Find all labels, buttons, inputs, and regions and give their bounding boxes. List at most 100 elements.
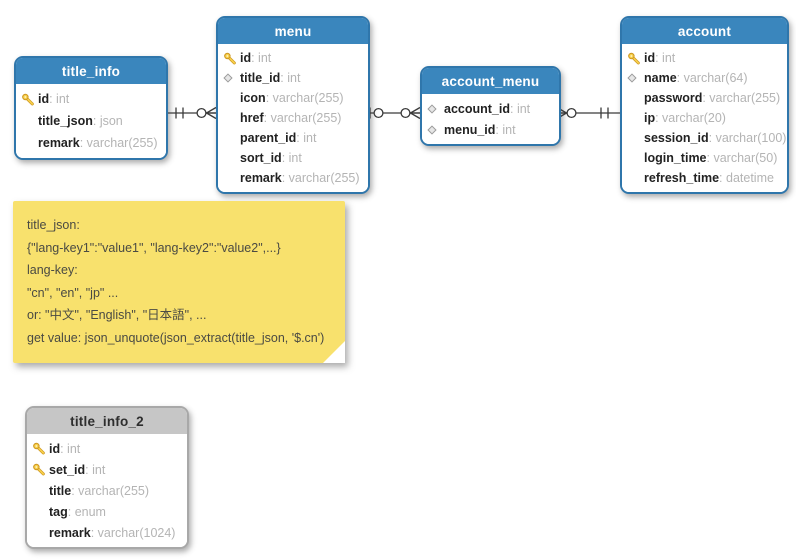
field-name: ip — [644, 111, 656, 125]
field-row-id[interactable]: id: int — [21, 88, 159, 110]
field-row-password[interactable]: password: varchar(255) — [627, 88, 780, 108]
field-name: id — [240, 51, 252, 65]
field-row-set_id[interactable]: set_id: int — [32, 459, 180, 480]
field-name: menu_id — [444, 122, 496, 137]
field-type: : varchar(50) — [706, 151, 778, 165]
field-type: : json — [92, 114, 123, 128]
field-type: : varchar(1024) — [90, 525, 176, 540]
field-row-icon[interactable]: icon: varchar(255) — [223, 88, 361, 108]
field-type: : varchar(255) — [263, 111, 342, 125]
field-type: : int — [510, 101, 531, 116]
note-line: or: "中文", "English", "日本語", ... — [27, 308, 207, 323]
field-row-ip[interactable]: ip: varchar(20) — [627, 108, 780, 128]
foreign-key-icon — [427, 103, 444, 114]
field-row-id[interactable]: id: int — [32, 438, 180, 459]
field-name: password — [644, 91, 703, 105]
field-type: : varchar(20) — [655, 111, 726, 125]
field-type: : varchar(255) — [79, 136, 158, 150]
field-type: : int — [49, 92, 70, 106]
field-row-title_id[interactable]: title_id: int — [223, 68, 361, 88]
field-type: : int — [281, 151, 302, 165]
field-name: session_id — [644, 131, 709, 145]
field-name: icon — [240, 91, 266, 105]
foreign-key-icon — [427, 124, 444, 135]
field-name: remark — [38, 136, 80, 150]
field-row-name[interactable]: name: varchar(64) — [627, 68, 780, 88]
field-row-remark[interactable]: remark: varchar(255) — [223, 168, 361, 188]
field-name: id — [49, 441, 61, 456]
primary-key-icon — [32, 442, 49, 455]
field-type: : int — [251, 51, 272, 65]
field-row-menu_id[interactable]: menu_id: int — [427, 119, 552, 140]
field-row-id[interactable]: id: int — [223, 48, 361, 68]
field-row-parent_id[interactable]: parent_id: int — [223, 128, 361, 148]
field-name: id — [644, 51, 656, 65]
field-row-refresh_time[interactable]: refresh_time: datetime — [627, 168, 780, 188]
sticky-note[interactable]: title_json: {"lang-key1":"value1", "lang… — [13, 201, 345, 363]
note-line: title_json: — [27, 218, 80, 232]
field-name: account_id — [444, 101, 510, 116]
field-row-remark[interactable]: remark: varchar(1024) — [32, 522, 180, 543]
field-type: : varchar(255) — [281, 171, 360, 185]
field-row-login_time[interactable]: login_time: varchar(50) — [627, 148, 780, 168]
field-type: : int — [655, 51, 676, 65]
field-type: : varchar(255) — [71, 483, 150, 498]
table-header-title_info_2[interactable]: title_info_2 — [27, 408, 187, 434]
field-type: : int — [296, 131, 317, 145]
field-row-sort_id[interactable]: sort_id: int — [223, 148, 361, 168]
field-type: : datetime — [719, 171, 774, 185]
field-row-title_json[interactable]: title_json: json — [21, 110, 159, 132]
connector-menu-account_menu — [366, 106, 421, 120]
note-line: lang-key: — [27, 263, 78, 278]
field-row-account_id[interactable]: account_id: int — [427, 98, 552, 119]
note-line: get value: json_unquote(json_extract(tit… — [27, 330, 325, 345]
primary-key-icon — [32, 463, 49, 476]
field-name: sort_id — [240, 151, 282, 165]
field-type: : varchar(100) — [708, 131, 787, 145]
field-name: name — [644, 71, 677, 85]
field-type: : int — [60, 441, 81, 456]
primary-key-icon — [627, 52, 644, 65]
field-name: remark — [49, 525, 91, 540]
field-type: : int — [495, 122, 516, 137]
foreign-key-icon — [627, 73, 644, 83]
field-row-href[interactable]: href: varchar(255) — [223, 108, 361, 128]
connector-title_info-menu — [164, 106, 217, 120]
table-header-account[interactable]: account — [622, 18, 787, 44]
field-name: title — [49, 483, 72, 498]
field-name: id — [38, 92, 50, 106]
field-name: set_id — [49, 462, 86, 477]
table-header-account_menu[interactable]: account_menu — [422, 68, 559, 94]
field-type: : int — [85, 462, 106, 477]
field-type: : enum — [67, 504, 106, 519]
table-header-title_info[interactable]: title_info — [16, 58, 166, 84]
primary-key-icon — [21, 93, 38, 106]
field-name: remark — [240, 171, 282, 185]
note-line: "cn", "en", "jp" ... — [27, 285, 119, 300]
field-row-id[interactable]: id: int — [627, 48, 780, 68]
field-type: : varchar(64) — [676, 71, 748, 85]
field-row-title[interactable]: title: varchar(255) — [32, 480, 180, 501]
field-name: title_id — [240, 71, 281, 85]
table-header-menu[interactable]: menu — [218, 18, 368, 44]
field-row-remark[interactable]: remark: varchar(255) — [21, 132, 159, 154]
field-type: : varchar(255) — [265, 91, 344, 105]
field-name: title_json — [38, 114, 93, 128]
field-row-session_id[interactable]: session_id: varchar(100) — [627, 128, 786, 148]
field-type: : int — [280, 71, 301, 85]
field-row-tag[interactable]: tag: enum — [32, 501, 180, 522]
field-type: : varchar(255) — [702, 91, 781, 105]
connector-account_menu-account — [556, 106, 620, 120]
field-name: href — [240, 111, 264, 125]
foreign-key-icon — [223, 73, 240, 83]
